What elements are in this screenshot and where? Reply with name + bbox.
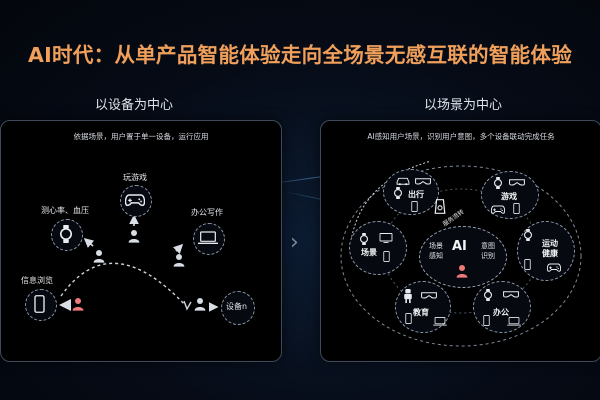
- label-office: 办公写作: [191, 208, 223, 217]
- person-icon: [128, 229, 140, 243]
- phone-icon: [411, 201, 418, 212]
- left-heading: 以设备为中心: [95, 98, 174, 113]
- watch-icon: [493, 177, 503, 189]
- speaker-icon: [434, 199, 446, 214]
- label-travel: 出行: [408, 190, 424, 199]
- label-perception: 场景 感知: [429, 242, 443, 260]
- phone-icon: [513, 203, 520, 214]
- label-health: 测心率、血压: [41, 206, 89, 215]
- watch-icon: [483, 289, 493, 301]
- gamepad-icon: [125, 193, 145, 207]
- right-heading: 以场景为中心: [424, 98, 503, 113]
- label-device-n: 设备n: [226, 302, 248, 311]
- label-info: 信息浏览: [21, 276, 53, 285]
- tv-icon: [379, 233, 393, 243]
- vr-glasses-icon: [509, 178, 525, 186]
- scene-game: [481, 171, 539, 219]
- person-icon: [72, 297, 84, 311]
- label-intent: 意图 识别: [481, 242, 495, 260]
- robot-icon: [403, 289, 413, 303]
- right-panel: AI感知用户场景，识别用户意图，多个设备联动完成任务 出行 游戏 场景 运动 健…: [320, 120, 600, 362]
- vr-glasses-icon: [421, 291, 437, 299]
- label-sport: 运动 健康: [542, 239, 558, 258]
- scene-travel: [383, 169, 439, 215]
- phone-icon: [34, 295, 45, 313]
- label-game: 游戏: [501, 192, 517, 201]
- left-connectors: [59, 214, 219, 312]
- left-panel-desc: 依据场景，用户置于单一设备，运行应用: [73, 132, 209, 141]
- phone-icon: [524, 259, 531, 270]
- label-ai: AI: [452, 239, 467, 254]
- page-title: AI时代：从单产品智能体验走向全场景无感互联的智能体验: [27, 43, 573, 67]
- device-bubble-laptop: [193, 223, 225, 255]
- phone-icon: [483, 315, 490, 326]
- laptop-icon: [198, 231, 218, 245]
- label-education: 教育: [413, 308, 429, 317]
- device-bubble-n: [221, 291, 255, 325]
- watch-icon: [523, 229, 533, 241]
- vr-glasses-icon: [503, 290, 519, 298]
- label-game: 玩游戏: [123, 173, 147, 182]
- gamepad-icon: [547, 263, 561, 272]
- ai-hub: [419, 226, 507, 288]
- person-icon: [456, 264, 468, 278]
- scene-education: [395, 281, 451, 333]
- phone-icon: [405, 313, 412, 324]
- vr-glasses-icon: [415, 177, 431, 185]
- watch-icon: [393, 187, 403, 199]
- person-icon: [93, 249, 105, 263]
- scene-office: [473, 281, 531, 333]
- car-icon: [396, 176, 410, 186]
- laptop-icon: [433, 317, 447, 326]
- watch-icon: [359, 233, 369, 245]
- laptop-icon: [507, 317, 521, 326]
- gamepad-icon: [491, 205, 505, 214]
- device-bubble-phone: [25, 289, 57, 321]
- left-panel: 依据场景，用户置于单一设备，运行应用 测心率、血压 玩游戏 办公写作 信息浏览 …: [0, 120, 282, 362]
- scene-home: [349, 221, 407, 275]
- scene-sport: [517, 221, 575, 281]
- right-panel-desc: AI感知用户场景，识别用户意图，多个设备联动完成任务: [367, 132, 555, 141]
- device-bubble-watch: [51, 219, 83, 251]
- chevron-right-icon: ›: [290, 230, 299, 255]
- phone-icon: [383, 251, 390, 262]
- person-icon: [194, 297, 206, 311]
- label-office: 办公: [493, 308, 509, 317]
- label-scene: 场景: [361, 248, 377, 257]
- watch-icon: [59, 225, 73, 243]
- person-icon: [173, 253, 185, 267]
